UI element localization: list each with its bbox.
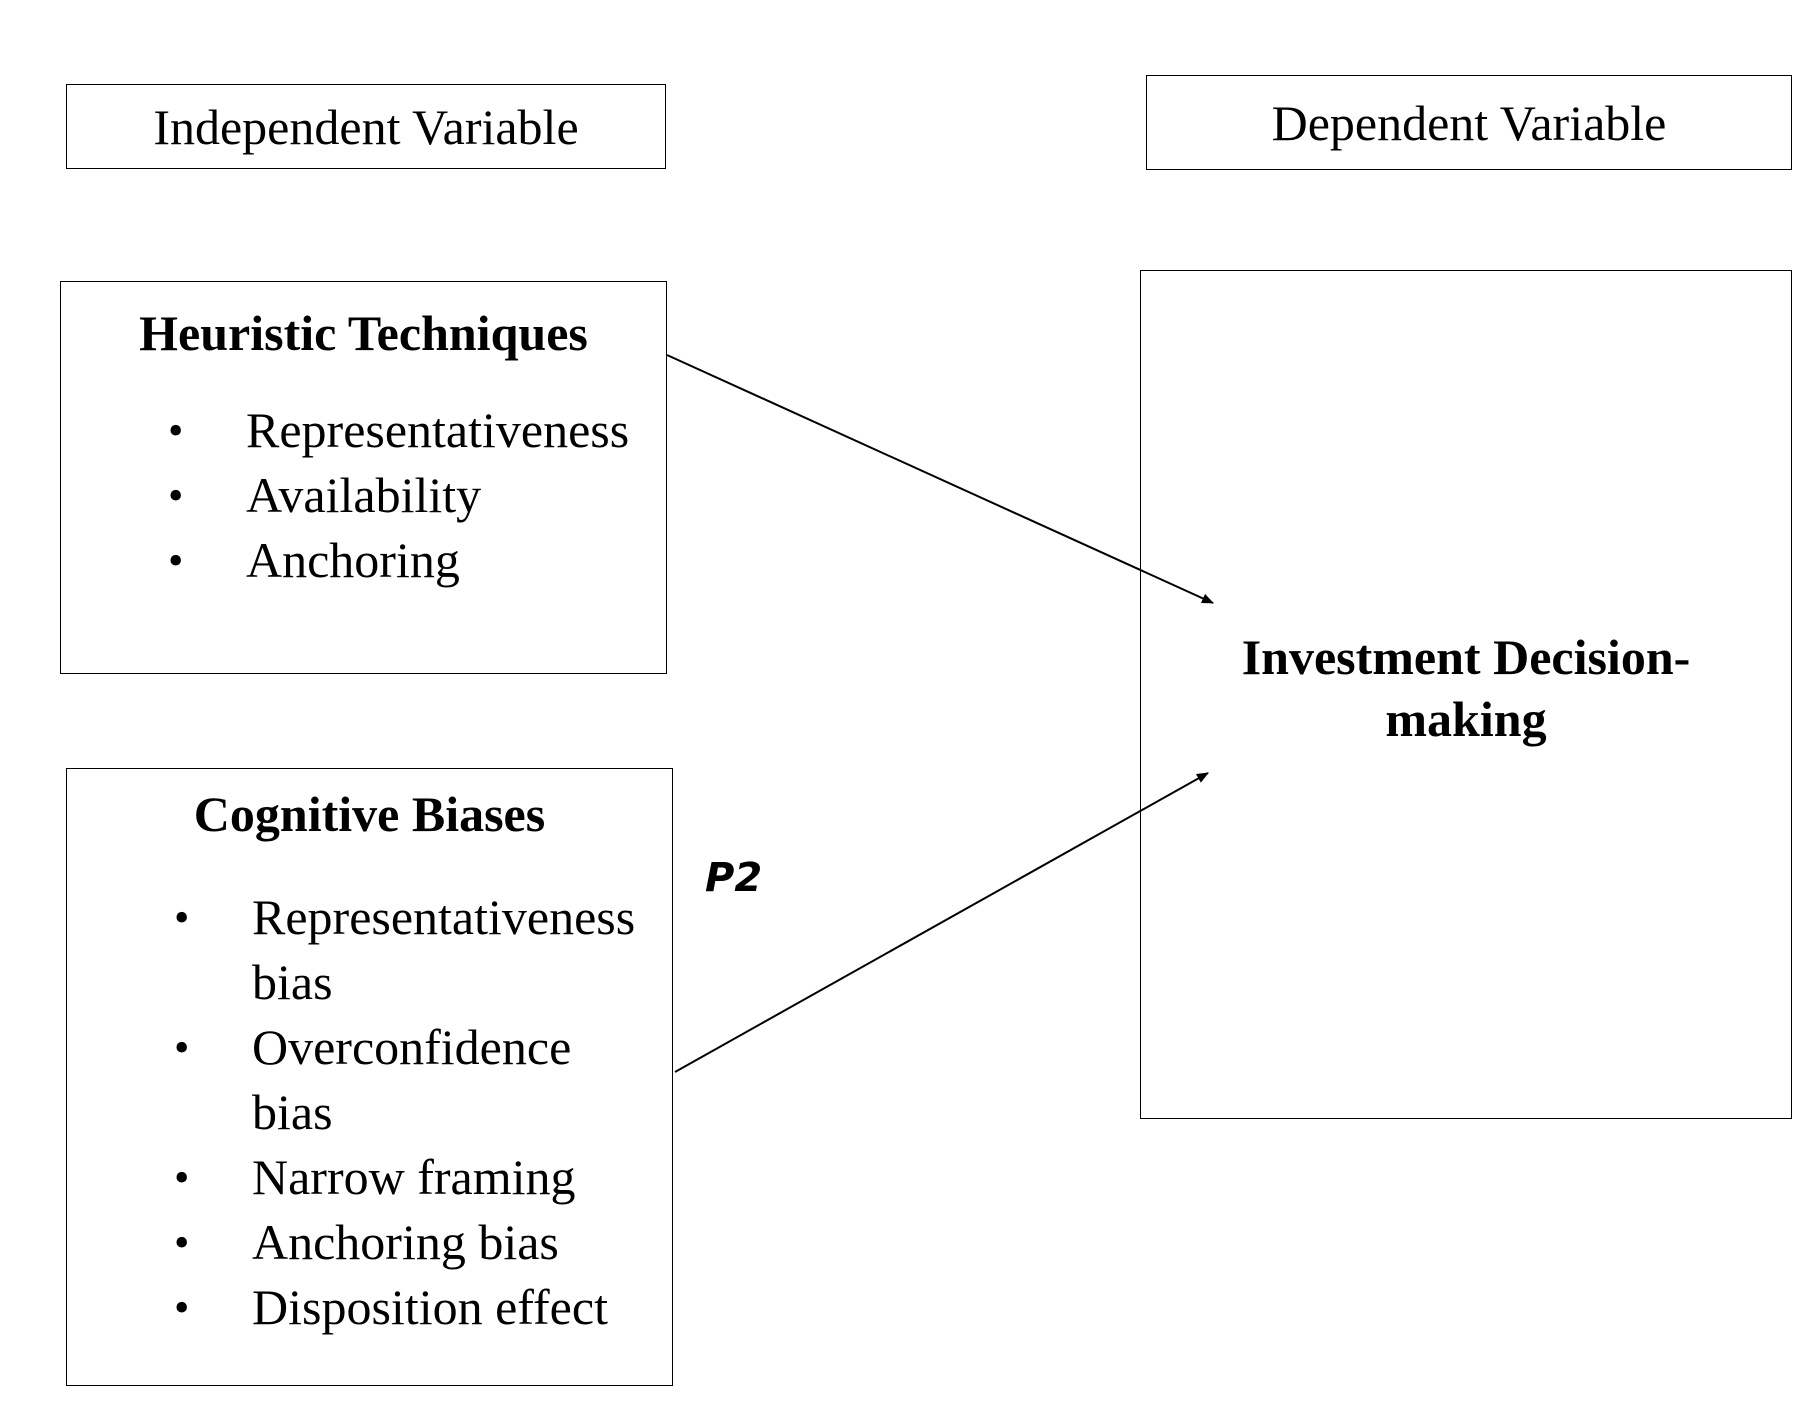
bias-item-anchoring: Anchoring bias [174,1210,644,1275]
cognitive-biases-list: Representativeness bias Overconfidence b… [174,885,644,1340]
path-label-p2: P2 [705,855,763,901]
dependent-variable-label: Dependent Variable [1271,94,1667,151]
bias-item-disposition-effect: Disposition effect [174,1275,644,1340]
heuristic-item-availability: Availability [168,463,629,528]
outcome-title-line-2: making [1385,691,1547,747]
bias-item-overconfidence: Overconfidence bias [174,1015,644,1145]
bias-item-narrow-framing: Narrow framing [174,1145,644,1210]
heuristic-to-decision-arrow [666,354,1214,604]
heuristic-item-anchoring: Anchoring [168,528,629,593]
independent-variable-label: Independent Variable [153,98,579,155]
heuristic-techniques-list: Representativeness Availability Anchorin… [168,398,629,593]
cognitive-biases-box: Cognitive Biases Representativeness bias… [66,768,673,1386]
heuristic-techniques-title: Heuristic Techniques [139,305,588,361]
investment-decision-making-box: Investment Decision- making [1140,270,1792,1119]
cognitive-biases-title: Cognitive Biases [193,786,546,842]
investment-decision-making-title: Investment Decision- making [1141,626,1791,750]
bias-item-representativeness: Representativeness bias [174,885,644,1015]
dependent-variable-label-box: Dependent Variable [1146,75,1792,170]
heuristic-item-representativeness: Representativeness [168,398,629,463]
cognitive-to-decision-arrow [674,772,1209,1073]
heuristic-techniques-box: Heuristic Techniques Representativeness … [60,281,667,674]
independent-variable-label-box: Independent Variable [66,84,666,169]
outcome-title-line-1: Investment Decision- [1241,629,1691,685]
